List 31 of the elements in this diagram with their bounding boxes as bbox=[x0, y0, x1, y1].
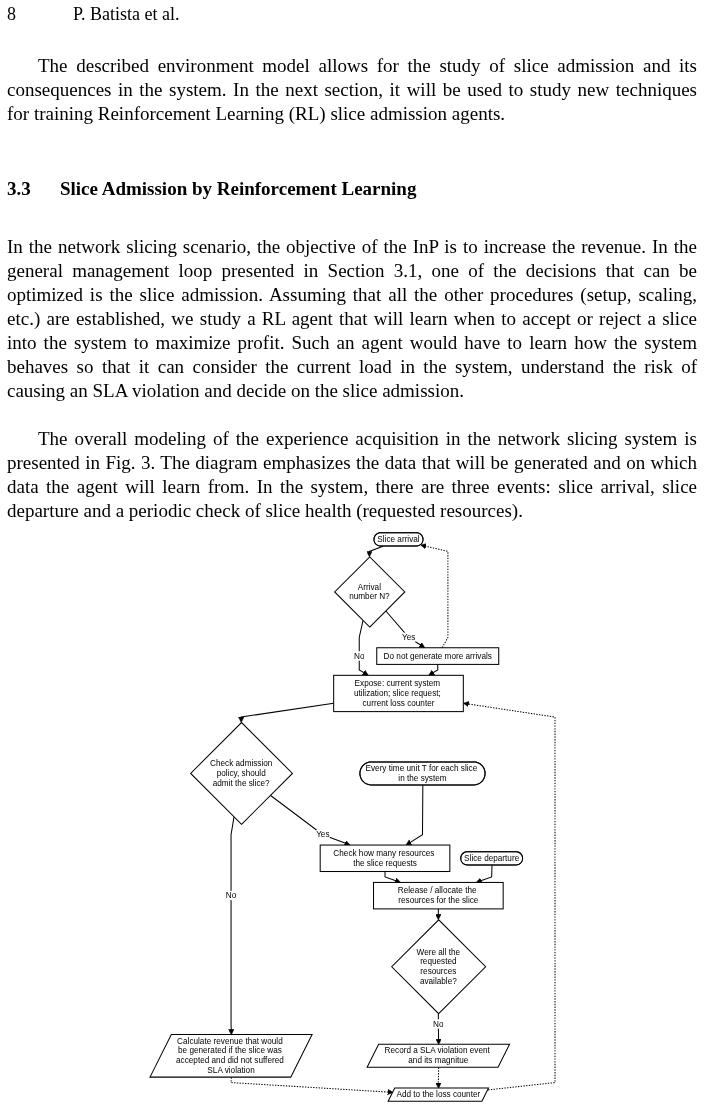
arrow bbox=[475, 864, 493, 884]
terminal-node: Slice arrival bbox=[373, 532, 424, 547]
data-parallelogram: Record a SLA violation event and its magnitue bbox=[366, 1043, 511, 1068]
dashed-arrow bbox=[435, 1067, 442, 1089]
arrow bbox=[358, 620, 369, 676]
process-box: Check how many resources the slice requests bbox=[319, 844, 451, 873]
body-paragraph: The described environment model allows for the study of slice admission and its consequences in the system. In the next section, it will be used to study new techniques for training Reinforcement Learning (RL) slice admission agents. bbox=[7, 54, 697, 126]
data-parallelogram: Calculate revenue that would be generated if the slice was accepted and did not suffered SLA violation bbox=[149, 1033, 313, 1078]
page-number: 8 bbox=[7, 3, 16, 25]
process-box: Expose: current system utilization; slice request; current loss counter bbox=[333, 674, 464, 713]
arrow bbox=[405, 784, 424, 846]
dashed-arrow bbox=[420, 543, 449, 649]
data-parallelogram: Add to the loss counter bbox=[387, 1087, 490, 1102]
dashed-arrow bbox=[463, 701, 556, 1091]
body-paragraph: In the network slicing scenario, the objective of the InP is to increase the revenue. In the general management loop presented in Section 3.1, one of the decisions that can be optimized is the slice admission. Assuming that all the other procedures (setup, scaling, etc.) are established, we study a RL agent that will learn when to accept or reject a slice into the system to maximize profit. Such an agent would have to learn how the system behaves so that it can consider the current load in the system, understand the risk of causing an SLA violation and decide on the slice admission. bbox=[7, 235, 697, 403]
arrow bbox=[269, 794, 351, 846]
section-heading: Slice Admission by Reinforcement Learning bbox=[60, 177, 417, 201]
terminal-node: Slice departure bbox=[460, 851, 524, 866]
process-box: Release / allocate the resources for the slice bbox=[373, 881, 504, 910]
section-number: 3.3 bbox=[7, 177, 31, 201]
process-box: Do not generate more arrivals bbox=[376, 647, 500, 665]
body-paragraph: The overall modeling of the experience acquisition in the network slicing system is presented in Fig. 3. The diagram emphasizes the data that will be generated and on which data the agent will learn from. In the system, there are three events: slice arrival, slice departure and a periodic check of slice health (requested resources). bbox=[7, 427, 697, 523]
terminal-node: Every time unit T for each slice in the system bbox=[359, 761, 486, 786]
decision-diamond: Check admission policy, should admit the slice? bbox=[189, 721, 294, 826]
arrow bbox=[384, 871, 401, 884]
decision-diamond: Arrival number N? bbox=[333, 556, 406, 628]
decision-diamond: Were all the requested resources available? bbox=[391, 919, 487, 1015]
arrow bbox=[428, 663, 439, 676]
arrow bbox=[366, 545, 384, 558]
arrow bbox=[435, 908, 442, 921]
running-head: P. Batista et al. bbox=[73, 3, 180, 25]
